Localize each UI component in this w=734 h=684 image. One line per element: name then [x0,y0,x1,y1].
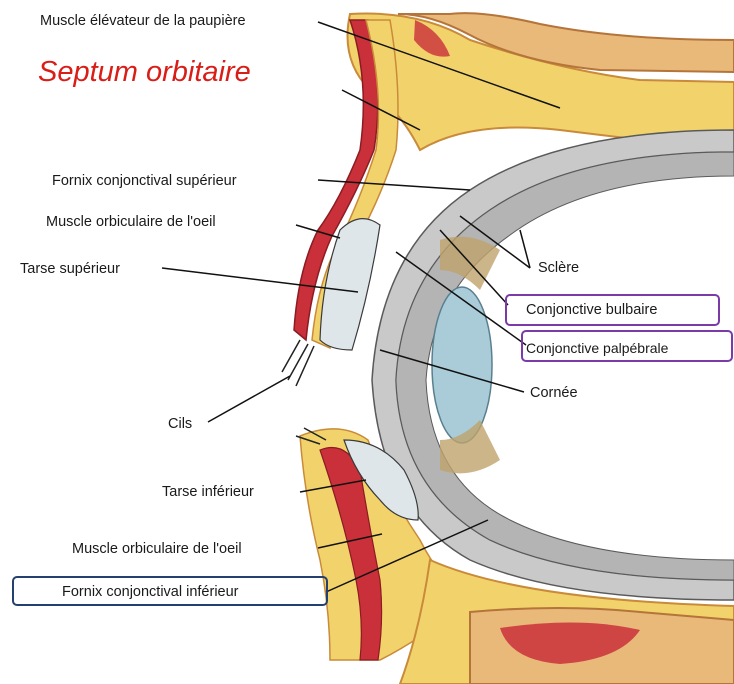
label-fornix-inferieur: Fornix conjonctival inférieur [62,583,239,601]
label-fornix-superieur: Fornix conjonctival supérieur [52,172,237,190]
leader-fornix-superieur [318,180,470,190]
upper-eyelashes [282,340,314,386]
label-orbiculaire-inferieur: Muscle orbiculaire de l'oeil [72,540,242,558]
label-cils: Cils [168,415,192,433]
label-muscle-elevateur: Muscle élévateur de la paupière [40,12,246,30]
label-cornee: Cornée [530,384,578,402]
label-conj-bulbaire: Conjonctive bulbaire [526,301,657,319]
label-tarse-superieur: Tarse supérieur [20,260,120,278]
label-orbiculaire-superieur: Muscle orbiculaire de l'oeil [46,213,216,231]
diagram-title: Septum orbitaire [38,56,251,89]
lens [432,287,492,443]
label-sclere: Sclère [538,259,579,277]
label-tarse-inferieur: Tarse inférieur [162,483,254,501]
label-conj-palpebrale: Conjonctive palpébrale [526,339,668,357]
leader-cils [208,376,290,422]
